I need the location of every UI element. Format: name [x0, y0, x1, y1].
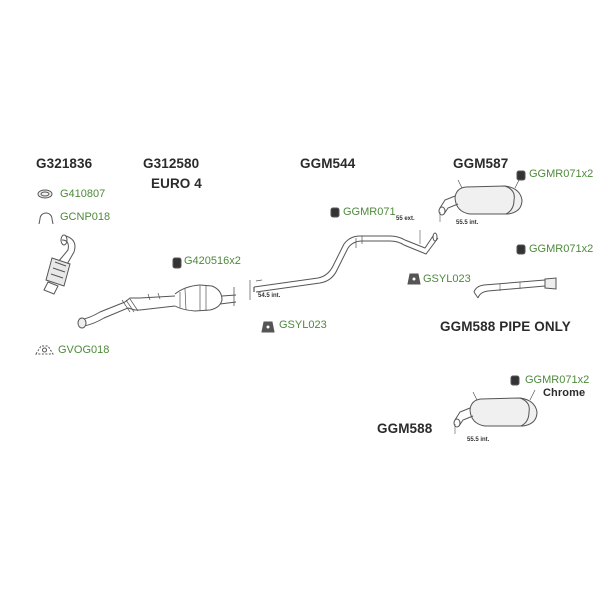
accessory-label-gsyl023: GSYL023 — [279, 319, 327, 331]
dimension-label: 55.5 int. — [467, 437, 490, 443]
accessory-label-gsyl023: GSYL023 — [423, 273, 471, 285]
part-label-ggm588-pipe: GGM588 PIPE ONLY — [440, 319, 571, 334]
rubber-mount-icon — [261, 321, 275, 333]
part-label-ggm544: GGM544 — [300, 156, 356, 171]
tail-pipe-ggm588 — [473, 277, 557, 299]
dimension-label: 55 ext. — [396, 216, 415, 222]
accessory-label-ggmr071: GGMR071 — [343, 206, 396, 218]
rear-silencer-ggm587 — [438, 177, 523, 222]
accessory-label-gvog018: GVOG018 — [58, 344, 110, 356]
rubber-hanger-ggmr071-icon — [330, 207, 340, 218]
part-label-g312580: G312580 — [143, 156, 200, 171]
rear-silencer-ggm588 — [453, 389, 538, 434]
rubber-mount-icon — [407, 273, 421, 285]
accessory-label-ggmr071x2: GGMR071x2 — [525, 374, 590, 386]
catalyst-pipe-g321836 — [43, 234, 76, 295]
clamp-icon — [38, 212, 54, 225]
rubber-hanger-icon — [516, 244, 526, 255]
rubber-hanger-icon — [516, 170, 526, 181]
part-label-ggm587: GGM587 — [453, 156, 509, 171]
front-pipe-g312580 — [77, 284, 237, 329]
accessory-label-g410807: G410807 — [60, 188, 106, 200]
accessory-label-g420516: G420516x2 — [184, 255, 241, 267]
euro-standard-label: EURO 4 — [151, 176, 202, 191]
gasket-g420516-icon — [172, 257, 182, 269]
accessory-label-ggmr071x2: GGMR071x2 — [529, 168, 594, 180]
rubber-hanger-icon — [510, 375, 520, 386]
chrome-label: Chrome — [543, 387, 586, 399]
ring-gasket-icon — [37, 189, 53, 199]
gasket-icon — [35, 345, 54, 355]
intermediate-pipe-ggm544 — [249, 230, 439, 300]
dimension-label: 55.5 int. — [456, 220, 479, 226]
dimension-label: 54.5 int. — [258, 293, 281, 299]
part-label-g321836: G321836 — [36, 156, 93, 171]
accessory-label-gcnp018: GCNP018 — [60, 211, 111, 223]
part-label-ggm588: GGM588 — [377, 421, 433, 436]
accessory-label-ggmr071x2: GGMR071x2 — [529, 243, 594, 255]
